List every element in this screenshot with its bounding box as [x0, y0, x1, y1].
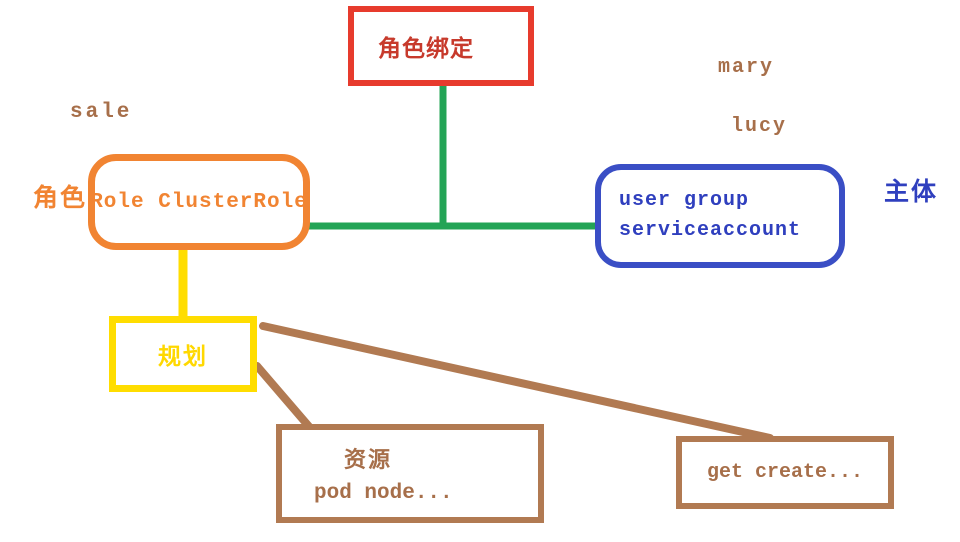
connector-rules-resources-diagonal — [253, 362, 316, 434]
resources-line1: 资源 — [344, 449, 393, 474]
annotation-role-side: 角色 — [33, 185, 88, 214]
annotation-lucy: lucy — [731, 115, 788, 138]
role-binding-label: 角色绑定 — [378, 37, 474, 63]
resources-box: 资源 pod node... — [276, 424, 544, 523]
resources-line2: pod node... — [314, 482, 453, 505]
annotation-subject-side: 主体 — [884, 179, 939, 208]
role-box: Role ClusterRole — [88, 154, 310, 250]
rules-label: 规划 — [158, 345, 208, 371]
annotation-sale: sale — [70, 101, 133, 124]
subject-line2: serviceaccount — [619, 219, 802, 242]
annotation-mary: mary — [718, 56, 775, 79]
verbs-box: get create... — [676, 436, 894, 509]
subject-box: user group serviceaccount — [595, 164, 845, 268]
connector-rules-verbs-diagonal — [259, 322, 774, 442]
rules-box: 规划 — [109, 316, 257, 392]
subject-line1: user group — [619, 189, 750, 212]
verbs-label: get create... — [706, 461, 864, 484]
role-binding-box: 角色绑定 — [348, 6, 534, 86]
role-label: Role ClusterRole — [90, 190, 308, 214]
